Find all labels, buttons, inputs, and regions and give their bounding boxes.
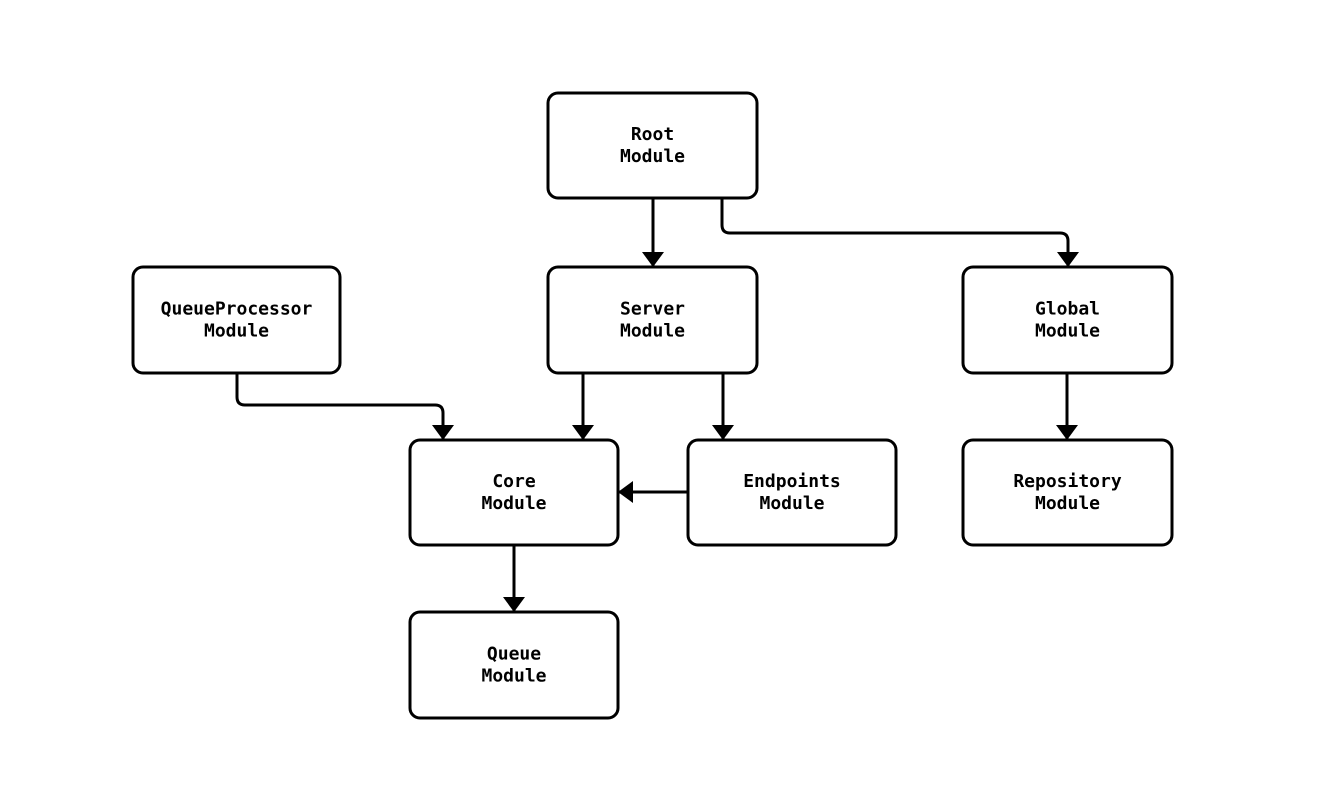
- node-box: [686, 438, 898, 547]
- arrowhead-icon: [642, 252, 664, 267]
- arrowhead-icon: [432, 425, 454, 440]
- edge-line: [720, 198, 1070, 267]
- node-label-line: Core: [492, 471, 536, 492]
- node-label-line: Endpoints: [743, 471, 841, 492]
- node-label-line: Module: [620, 321, 685, 342]
- arrowhead-icon: [572, 425, 594, 440]
- node-box: [408, 610, 620, 720]
- node-label-line: Module: [620, 146, 685, 167]
- edge-endpoints-to-core: [618, 481, 688, 503]
- edge-core-to-queue: [503, 545, 525, 612]
- arrowhead-icon: [1057, 252, 1079, 267]
- node-label-line: Module: [759, 493, 824, 514]
- node-box: [546, 265, 759, 375]
- edge-server-to-core: [572, 373, 594, 440]
- edge-line: [235, 373, 445, 440]
- node-box: [408, 438, 620, 547]
- node-label-line: Module: [481, 493, 546, 514]
- node-label-line: Module: [481, 666, 546, 687]
- node-label-line: Module: [1035, 493, 1100, 514]
- arrowhead-icon: [618, 481, 633, 503]
- edge-global-to-repository: [1056, 373, 1078, 440]
- node-label-line: Global: [1035, 299, 1100, 320]
- node-label-line: Root: [631, 124, 674, 145]
- node-label-line: Server: [620, 299, 685, 320]
- node-label-line: Module: [204, 321, 269, 342]
- edge-server-to-endpoints: [712, 373, 734, 440]
- edge-queueprocessor-to-core: [235, 373, 454, 440]
- node-label-line: Queue: [487, 644, 541, 665]
- node-box: [961, 265, 1174, 375]
- node-label-line: Repository: [1013, 471, 1122, 492]
- node-box: [546, 91, 759, 200]
- node-box: [961, 438, 1174, 547]
- arrowhead-icon: [503, 597, 525, 612]
- arrowhead-icon: [712, 425, 734, 440]
- arrowhead-icon: [1056, 425, 1078, 440]
- edge-root-to-global: [720, 198, 1079, 267]
- node-box: [131, 265, 342, 375]
- node-label-line: QueueProcessor: [161, 299, 313, 320]
- edge-root-to-server: [642, 198, 664, 267]
- node-label-line: Module: [1035, 321, 1100, 342]
